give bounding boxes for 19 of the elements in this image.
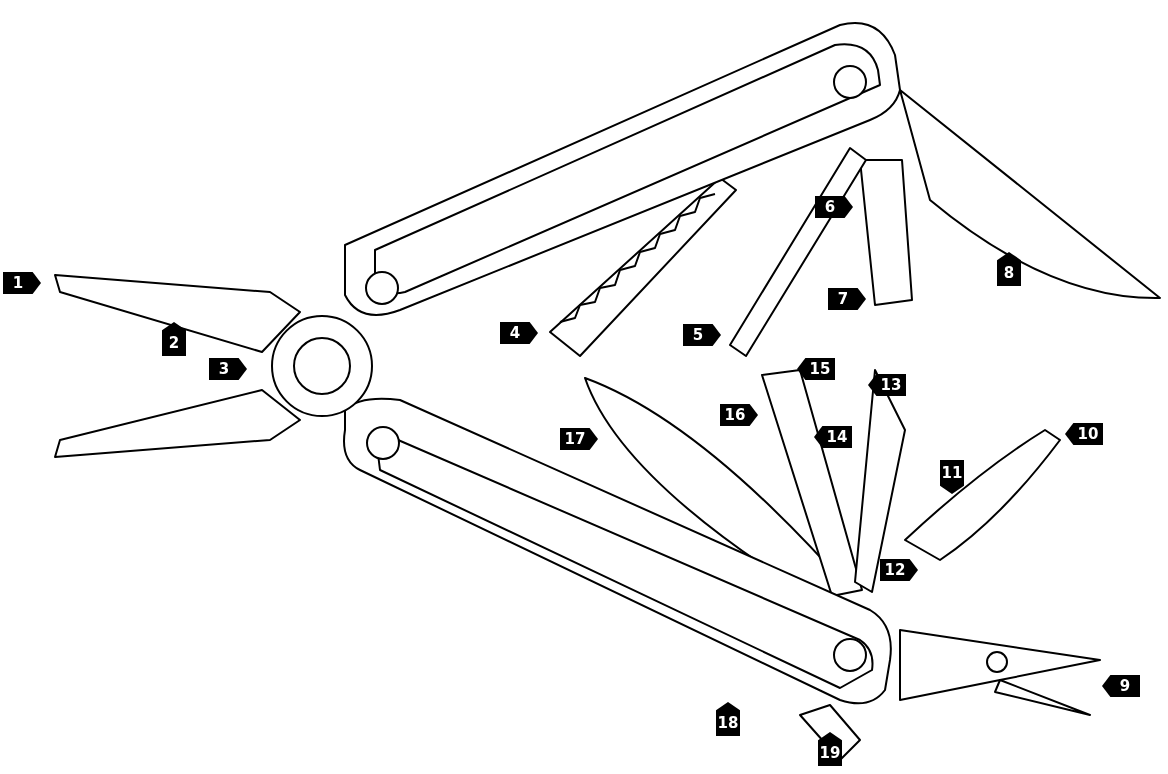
- callout-number: 15: [797, 358, 835, 380]
- callout-number: 14: [814, 426, 852, 448]
- callout-number: 1: [3, 272, 41, 294]
- callout-number: 4: [500, 322, 538, 344]
- callout-number: 9: [1102, 675, 1140, 697]
- callout-number: 18: [716, 702, 740, 736]
- callout-number: 17: [560, 428, 598, 450]
- callout-number: 2: [162, 322, 186, 356]
- callout-number: 5: [683, 324, 721, 346]
- callout-number: 6: [815, 196, 853, 218]
- callout-number: 10: [1065, 423, 1103, 445]
- callout-number: 16: [720, 404, 758, 426]
- callout-number: 7: [828, 288, 866, 310]
- callout-number: 8: [997, 252, 1021, 286]
- callout-number: 11: [940, 460, 964, 494]
- callout-number: 3: [209, 358, 247, 380]
- callout-number: 13: [868, 374, 906, 396]
- callout-number: 19: [818, 732, 842, 766]
- callout-number: 12: [880, 559, 918, 581]
